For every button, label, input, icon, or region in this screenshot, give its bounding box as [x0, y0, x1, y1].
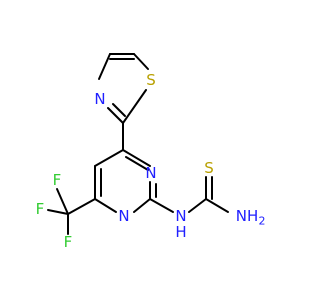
thiazole-sulfur-label: S [146, 71, 156, 89]
bond [112, 103, 126, 117]
bond [94, 149, 124, 167]
bond [122, 149, 151, 167]
bond [133, 198, 151, 213]
bond [56, 188, 69, 215]
thiocarbonyl-sulfur-label: S [204, 159, 214, 177]
amino-subscript-label: 2 [259, 215, 266, 228]
fluorine-left-label: F [36, 200, 45, 218]
pyrimidine-nitrogen-top-label: N [145, 164, 156, 182]
bond [125, 156, 149, 171]
bond [133, 53, 149, 70]
bond [122, 89, 147, 124]
bonds [47, 53, 229, 235]
bond [188, 198, 207, 213]
molecule-diagram: N S N N F F F N H S NH 2 [36, 53, 266, 251]
structure-svg: N S N N F F F N H S NH 2 [36, 53, 266, 251]
pyrimidine-nitrogen-bottom-label: N [118, 207, 129, 225]
bond [94, 198, 117, 213]
amino-group-label: NH [236, 207, 259, 225]
bond [205, 198, 229, 213]
amine-nitrogen-label: N [175, 207, 186, 225]
bond [149, 198, 174, 213]
thiazole-nitrogen-label: N [94, 90, 105, 108]
bond [107, 107, 124, 124]
bond [47, 209, 69, 215]
fluorine-bottom-label: F [64, 233, 73, 251]
bond [67, 198, 96, 215]
amine-hydrogen-label: H [175, 223, 186, 241]
fluorine-top-label: F [53, 171, 62, 189]
atom-labels: N S N N F F F N H S NH 2 [36, 71, 266, 251]
bond [98, 53, 111, 80]
